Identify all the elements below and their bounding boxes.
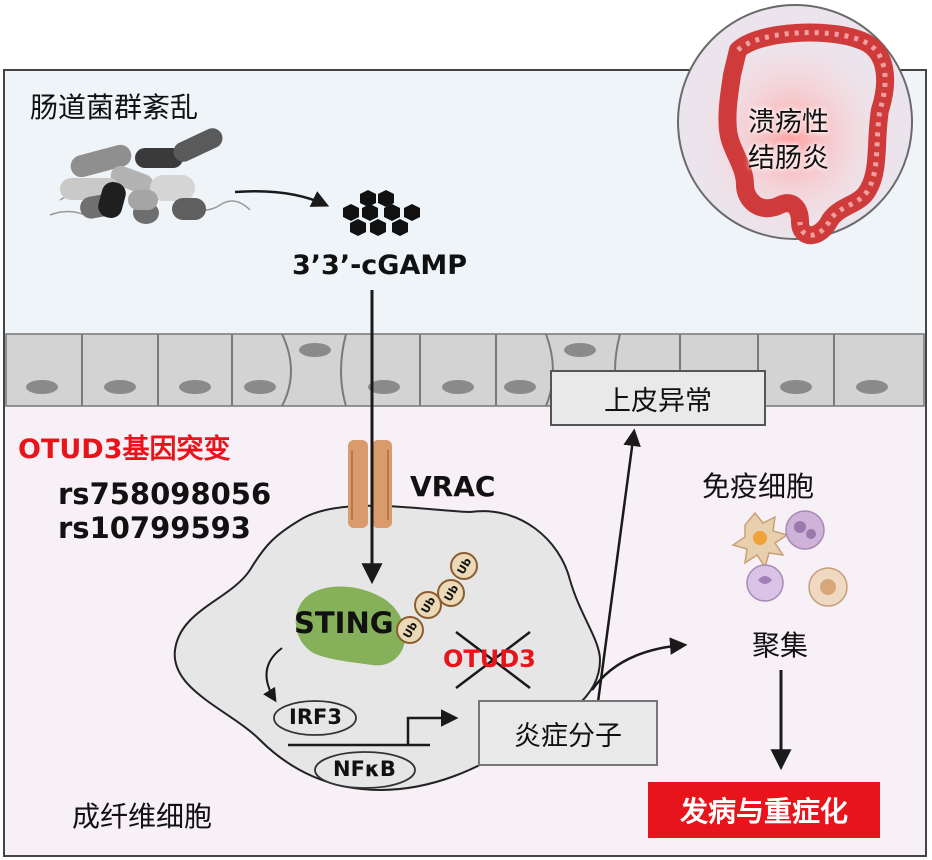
outcome-box: 发病与重症化 bbox=[648, 782, 880, 838]
vrac-label: VRAC bbox=[410, 470, 496, 503]
irf3-label: IRF3 bbox=[289, 705, 342, 729]
dysbiosis-label: 肠道菌群紊乱 bbox=[30, 91, 199, 124]
sting-label: STING bbox=[294, 606, 394, 640]
arrow-to-epithelial-abnormal bbox=[596, 428, 641, 703]
otud3-label: OTUD3 bbox=[443, 645, 536, 673]
nfkb-label: NFκB bbox=[333, 757, 396, 781]
colon-inset bbox=[677, 4, 913, 245]
snp-label-1: rs758098056 bbox=[58, 477, 272, 511]
disease-label-line1: 溃疡性 bbox=[748, 107, 829, 138]
cgamp-molecule-icon bbox=[343, 190, 420, 236]
sting-protein-icon bbox=[295, 586, 406, 666]
inflammatory-molecules-box: 炎症分子 bbox=[478, 700, 658, 766]
fibroblast-label: 成纤维细胞 bbox=[72, 800, 213, 833]
cgamp-label: 3’3’-cGAMP bbox=[292, 250, 468, 281]
snp-label-2: rs10799593 bbox=[58, 511, 251, 545]
epithelial-abnormal-box: 上皮异常 bbox=[550, 370, 766, 426]
otud3-crossed-icon bbox=[455, 631, 531, 689]
immune-cells-icon bbox=[731, 510, 848, 607]
transcription-factors bbox=[273, 700, 459, 789]
arrow-to-immune-aggregation bbox=[590, 637, 688, 691]
epithelial-layer bbox=[5, 333, 925, 407]
bacteria-cluster-icon bbox=[49, 128, 251, 224]
arrow-sting-to-irf3 bbox=[263, 647, 283, 703]
otud3-mutation-label: OTUD3基因突变 bbox=[18, 434, 231, 465]
disease-label-line2: 结肠炎 bbox=[748, 143, 829, 174]
vrac-channel-icon bbox=[348, 440, 392, 528]
ubiquitin-chain-icon: Ub Ub Ub Ub bbox=[396, 552, 478, 644]
arrow-bacteria-to-cgamp bbox=[234, 189, 330, 207]
aggregation-label: 聚集 bbox=[752, 629, 809, 662]
immune-cells-label: 免疫细胞 bbox=[702, 470, 815, 503]
